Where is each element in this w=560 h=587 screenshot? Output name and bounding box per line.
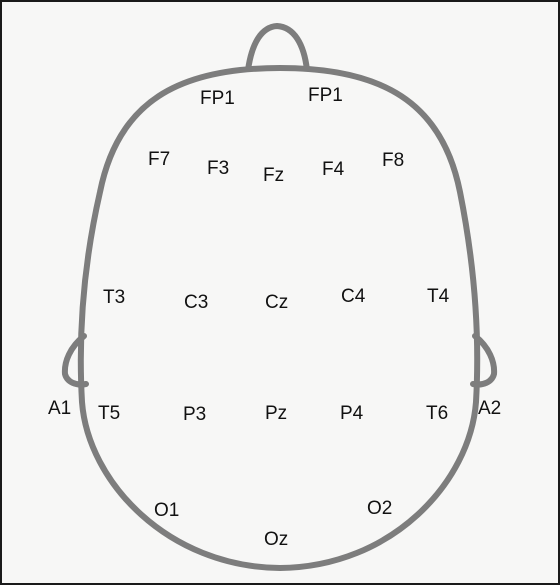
electrode-label-a1: A1 xyxy=(48,398,71,419)
electrode-label-a2: A2 xyxy=(478,398,501,419)
electrode-label-c4: C4 xyxy=(341,286,366,307)
electrode-label-pz: Pz xyxy=(265,403,287,424)
electrode-label-cz: Cz xyxy=(265,292,288,313)
electrode-label-o2: O2 xyxy=(367,498,392,519)
head-outline xyxy=(77,64,481,572)
electrode-label-p4: P4 xyxy=(340,403,364,424)
electrode-label-o1: O1 xyxy=(154,500,179,521)
electrode-label-f8: F8 xyxy=(382,150,404,171)
electrode-label-fp1-left: FP1 xyxy=(200,88,235,109)
electrode-label-f3: F3 xyxy=(207,158,229,179)
electrode-label-f7: F7 xyxy=(148,149,170,170)
electrode-label-fp1-right: FP1 xyxy=(308,85,343,106)
electrode-label-t6: T6 xyxy=(426,403,448,424)
electrode-label-t3: T3 xyxy=(103,287,125,308)
electrode-label-f4: F4 xyxy=(322,159,345,180)
electrode-label-c3: C3 xyxy=(184,292,208,313)
electrode-label-t5: T5 xyxy=(98,403,120,424)
electrode-label-p3: P3 xyxy=(183,404,206,425)
electrode-label-oz: Oz xyxy=(264,529,288,550)
nose-outline xyxy=(245,23,310,71)
electrode-label-fz: Fz xyxy=(263,165,284,186)
electrode-label-t4: T4 xyxy=(427,286,450,307)
